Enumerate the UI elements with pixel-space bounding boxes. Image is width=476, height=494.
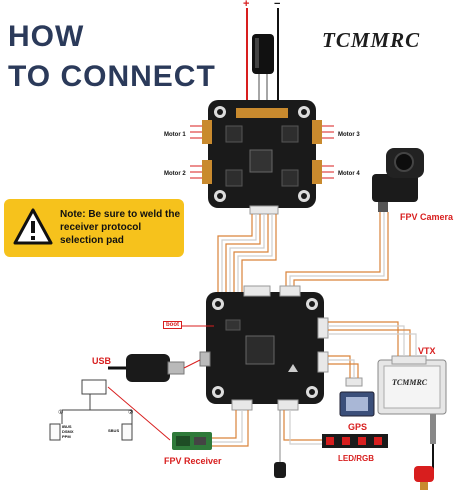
vtx-label: VTX <box>418 346 436 356</box>
protocol-sbus: SBUS <box>108 428 120 433</box>
flight-controller <box>199 285 329 411</box>
receiver-wires <box>212 410 249 447</box>
led-rgb-label: LED/RGB <box>338 454 374 463</box>
motor-leads <box>190 125 334 179</box>
motor-2-label: Motor 2 <box>164 171 186 177</box>
power-plus-label: + <box>243 0 250 10</box>
camera-wires <box>285 212 389 292</box>
battery-wires <box>246 8 279 100</box>
svg-text:①: ① <box>58 409 63 416</box>
usb-label: USB <box>92 356 112 366</box>
note-text: Note: Be sure to weld the receiver proto… <box>60 209 181 246</box>
note-box: Note: Be sure to weld the receiver proto… <box>4 199 184 257</box>
gps-wires <box>328 355 359 378</box>
svg-text:②: ② <box>128 409 133 416</box>
fpv-receiver <box>172 432 212 450</box>
motor-4-label: Motor 4 <box>338 171 360 177</box>
brand-logo: TCMMRC <box>322 28 421 52</box>
gps-label: GPS <box>348 422 368 432</box>
capacitor <box>252 34 274 100</box>
buzzer <box>274 410 286 478</box>
vtx-logo: TCMMRC <box>392 378 428 387</box>
boot-label: boot <box>163 321 182 329</box>
gps-module <box>339 377 375 417</box>
vtx-module <box>377 355 447 490</box>
motor-1-label: Motor 1 <box>164 132 186 138</box>
protocol-selection <box>49 379 171 441</box>
protocol-group-1: IBUS DSMX PPM <box>62 424 74 439</box>
esc-board <box>202 100 322 215</box>
power-minus-label: − <box>274 0 281 10</box>
motor-3-label: Motor 3 <box>338 132 360 138</box>
vtx-wires <box>328 321 417 356</box>
fpv-camera-label: FPV Camera <box>400 212 454 222</box>
protocol-ppm: PPM <box>62 434 71 439</box>
usb-cable <box>108 354 201 382</box>
protocol-dsmx: DSMX <box>62 429 74 434</box>
heading-line-2: TO CONNECT <box>8 60 216 93</box>
protocol-ibus: IBUS <box>62 424 72 429</box>
heading-line-1: HOW <box>8 20 85 53</box>
led-wires <box>283 410 322 445</box>
fpv-receiver-label: FPV Receiver <box>164 456 222 466</box>
esc-fc-harness <box>217 214 277 292</box>
fpv-camera <box>372 148 424 212</box>
led-strip <box>322 434 388 448</box>
warning-icon <box>13 208 53 245</box>
